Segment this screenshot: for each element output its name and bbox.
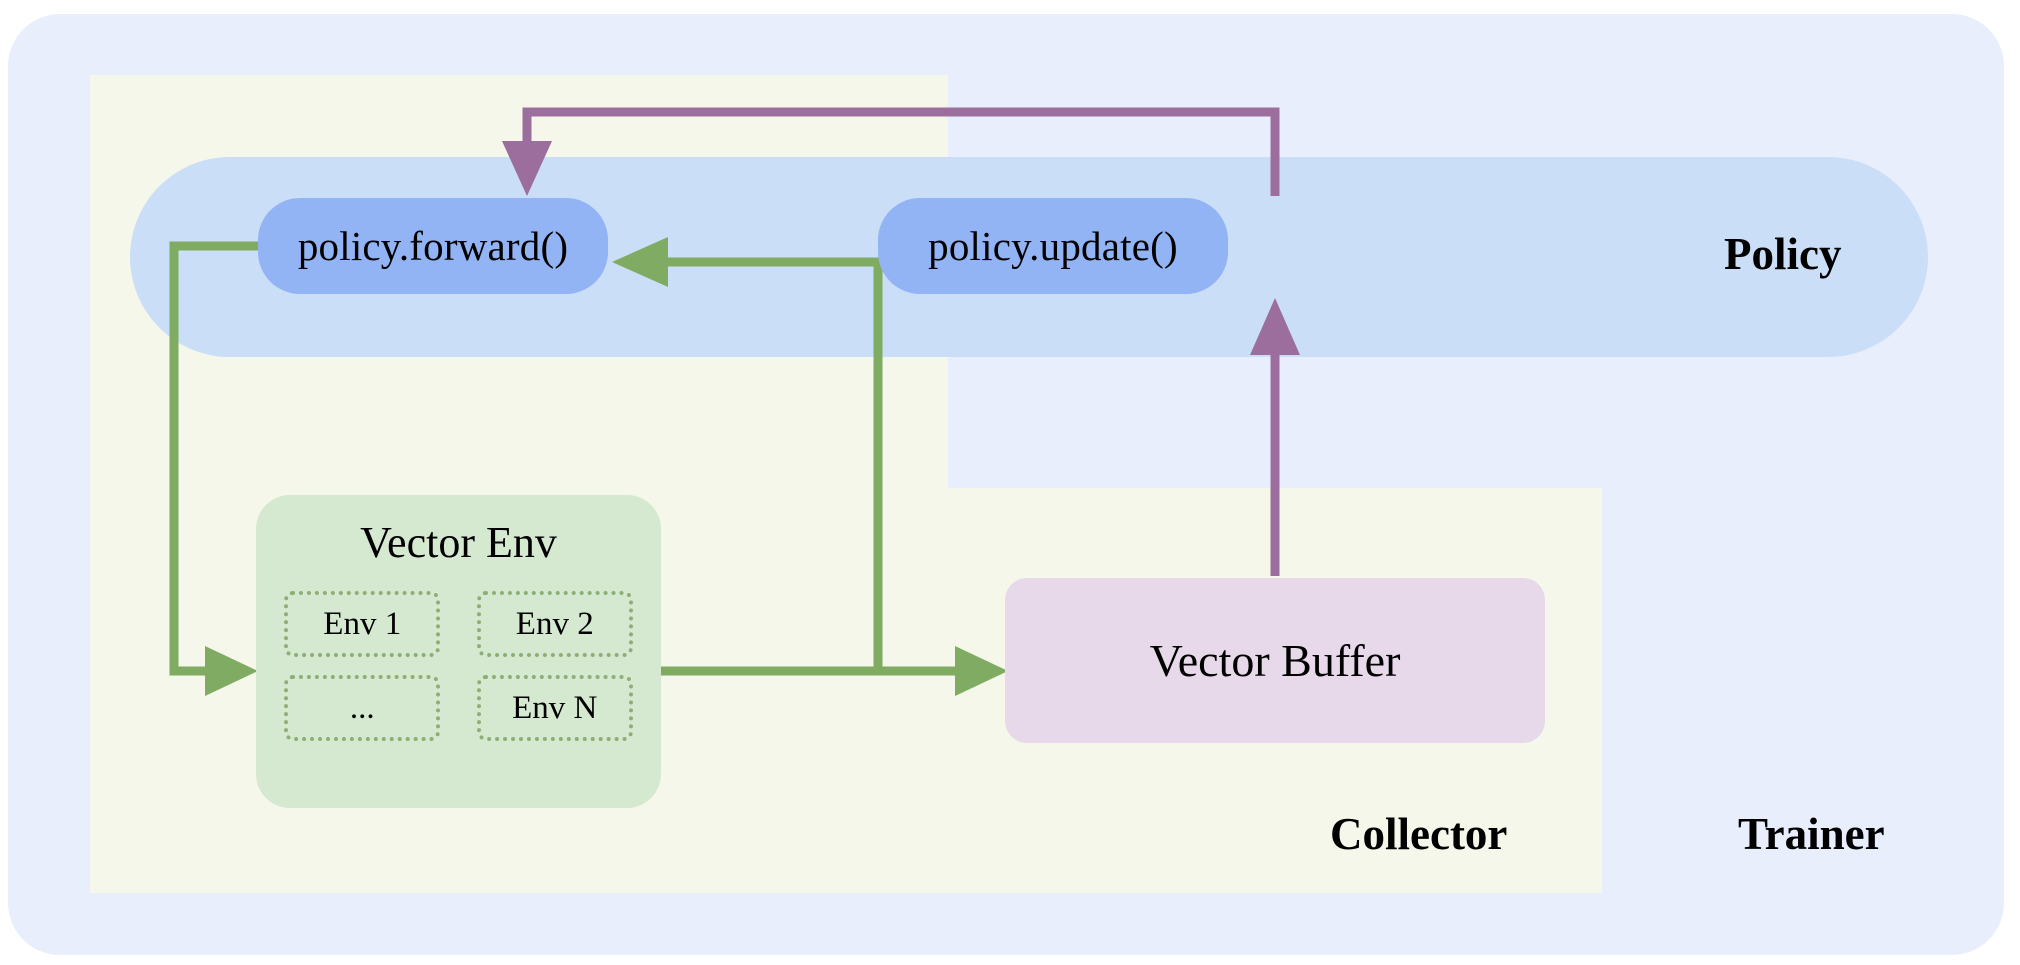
node-vector-env[interactable]: Vector Env Env 1 Env 2 ... Env N [256, 495, 661, 808]
env-cell[interactable]: Env 2 [476, 591, 633, 657]
vector-env-title: Vector Env [360, 518, 557, 567]
node-vector-buffer[interactable]: Vector Buffer [1005, 578, 1545, 743]
env-cell[interactable]: ... [284, 675, 441, 741]
region-label-policy: Policy [1724, 229, 1842, 279]
region-label-trainer: Trainer [1738, 809, 1885, 859]
region-label-collector: Collector [1330, 809, 1508, 859]
node-policy-forward[interactable]: policy.forward() [258, 198, 608, 294]
env-grid: Env 1 Env 2 ... Env N [256, 591, 661, 741]
env-cell[interactable]: Env 1 [284, 591, 441, 657]
node-policy-update[interactable]: policy.update() [878, 198, 1228, 294]
env-cell[interactable]: Env N [476, 675, 633, 741]
